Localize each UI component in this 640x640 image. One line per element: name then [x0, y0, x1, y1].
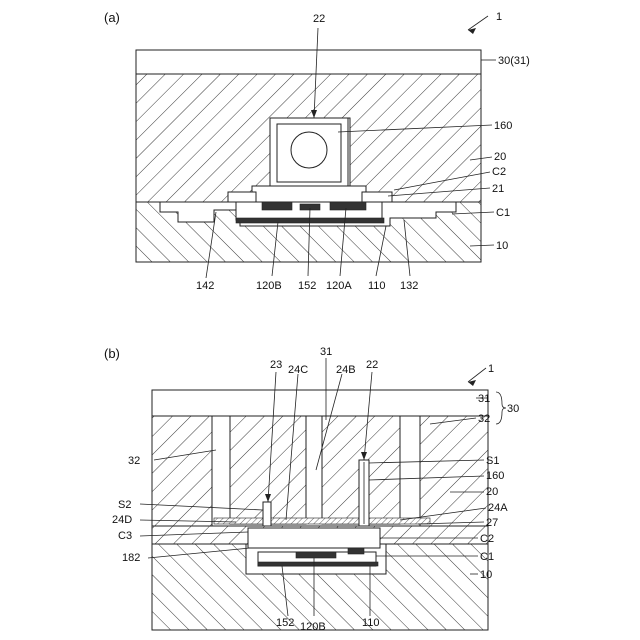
ref-32-left: 32: [128, 455, 140, 467]
ref-22: 22: [366, 359, 378, 371]
ref-10: 10: [496, 240, 508, 252]
pillar-32-right: [420, 416, 488, 528]
ref-22: 22: [313, 13, 325, 25]
circuit-board-110: [258, 562, 378, 566]
ref-24d: 24D: [112, 514, 132, 526]
ref-27: 27: [486, 517, 498, 529]
ref-c1: C1: [480, 551, 494, 563]
holder-right-tab: [362, 192, 392, 202]
lens-circle: [291, 132, 327, 168]
ref-23: 23: [270, 359, 282, 371]
ref-24b: 24B: [336, 364, 356, 376]
layer-24: [214, 518, 430, 524]
ref-21: 21: [492, 183, 504, 195]
ref-142: 142: [196, 280, 214, 292]
ref-160: 160: [486, 470, 504, 482]
panel-b-label: (b): [104, 346, 120, 361]
ref-120b: 120B: [256, 280, 282, 292]
ref-10: 10: [480, 569, 492, 581]
ref-20: 20: [494, 151, 506, 163]
component-120b: [296, 552, 336, 558]
ref-24a: 24A: [488, 502, 508, 514]
ref-1: 1: [488, 363, 494, 375]
component-120a: [330, 202, 366, 210]
ref-31-top: 31: [320, 346, 332, 358]
ref-182: 182: [122, 552, 140, 564]
ref-110: 110: [368, 280, 386, 292]
ref-c3: C3: [118, 530, 132, 542]
ref-110: 110: [362, 617, 380, 629]
holder-structure: [252, 186, 366, 202]
panel-a-label: (a): [104, 10, 120, 25]
pin-s2: [263, 502, 271, 526]
ref-132: 132: [400, 280, 418, 292]
connector-182: [348, 548, 364, 554]
ref-20: 20: [486, 486, 498, 498]
ref-160: 160: [494, 120, 512, 132]
ref-30-31: 30(31): [498, 55, 530, 67]
ref-s2: S2: [118, 499, 131, 511]
ref-31: 31: [478, 393, 490, 405]
pillar-32-left: [152, 416, 212, 526]
panel-b: (b): [104, 346, 519, 633]
ref-1: 1: [496, 11, 502, 23]
ref-120b: 120B: [300, 621, 326, 633]
holder-left-tab: [228, 192, 256, 202]
top-plate-31: [152, 390, 488, 416]
component-120b: [262, 202, 292, 210]
cover-plate: [136, 50, 481, 74]
ref-152: 152: [298, 280, 316, 292]
ref-c2: C2: [492, 166, 506, 178]
ref-s1: S1: [486, 455, 499, 467]
ref-24c: 24C: [288, 364, 308, 376]
cavity-c2-frame: [248, 528, 380, 548]
panel-a: (a): [104, 10, 530, 292]
ref-30: 30: [507, 403, 519, 415]
ref-c2: C2: [480, 533, 494, 545]
ref-c1: C1: [496, 207, 510, 219]
ref-120a: 120A: [326, 280, 352, 292]
ref-32-right: 32: [478, 413, 490, 425]
ref-152: 152: [276, 617, 294, 629]
